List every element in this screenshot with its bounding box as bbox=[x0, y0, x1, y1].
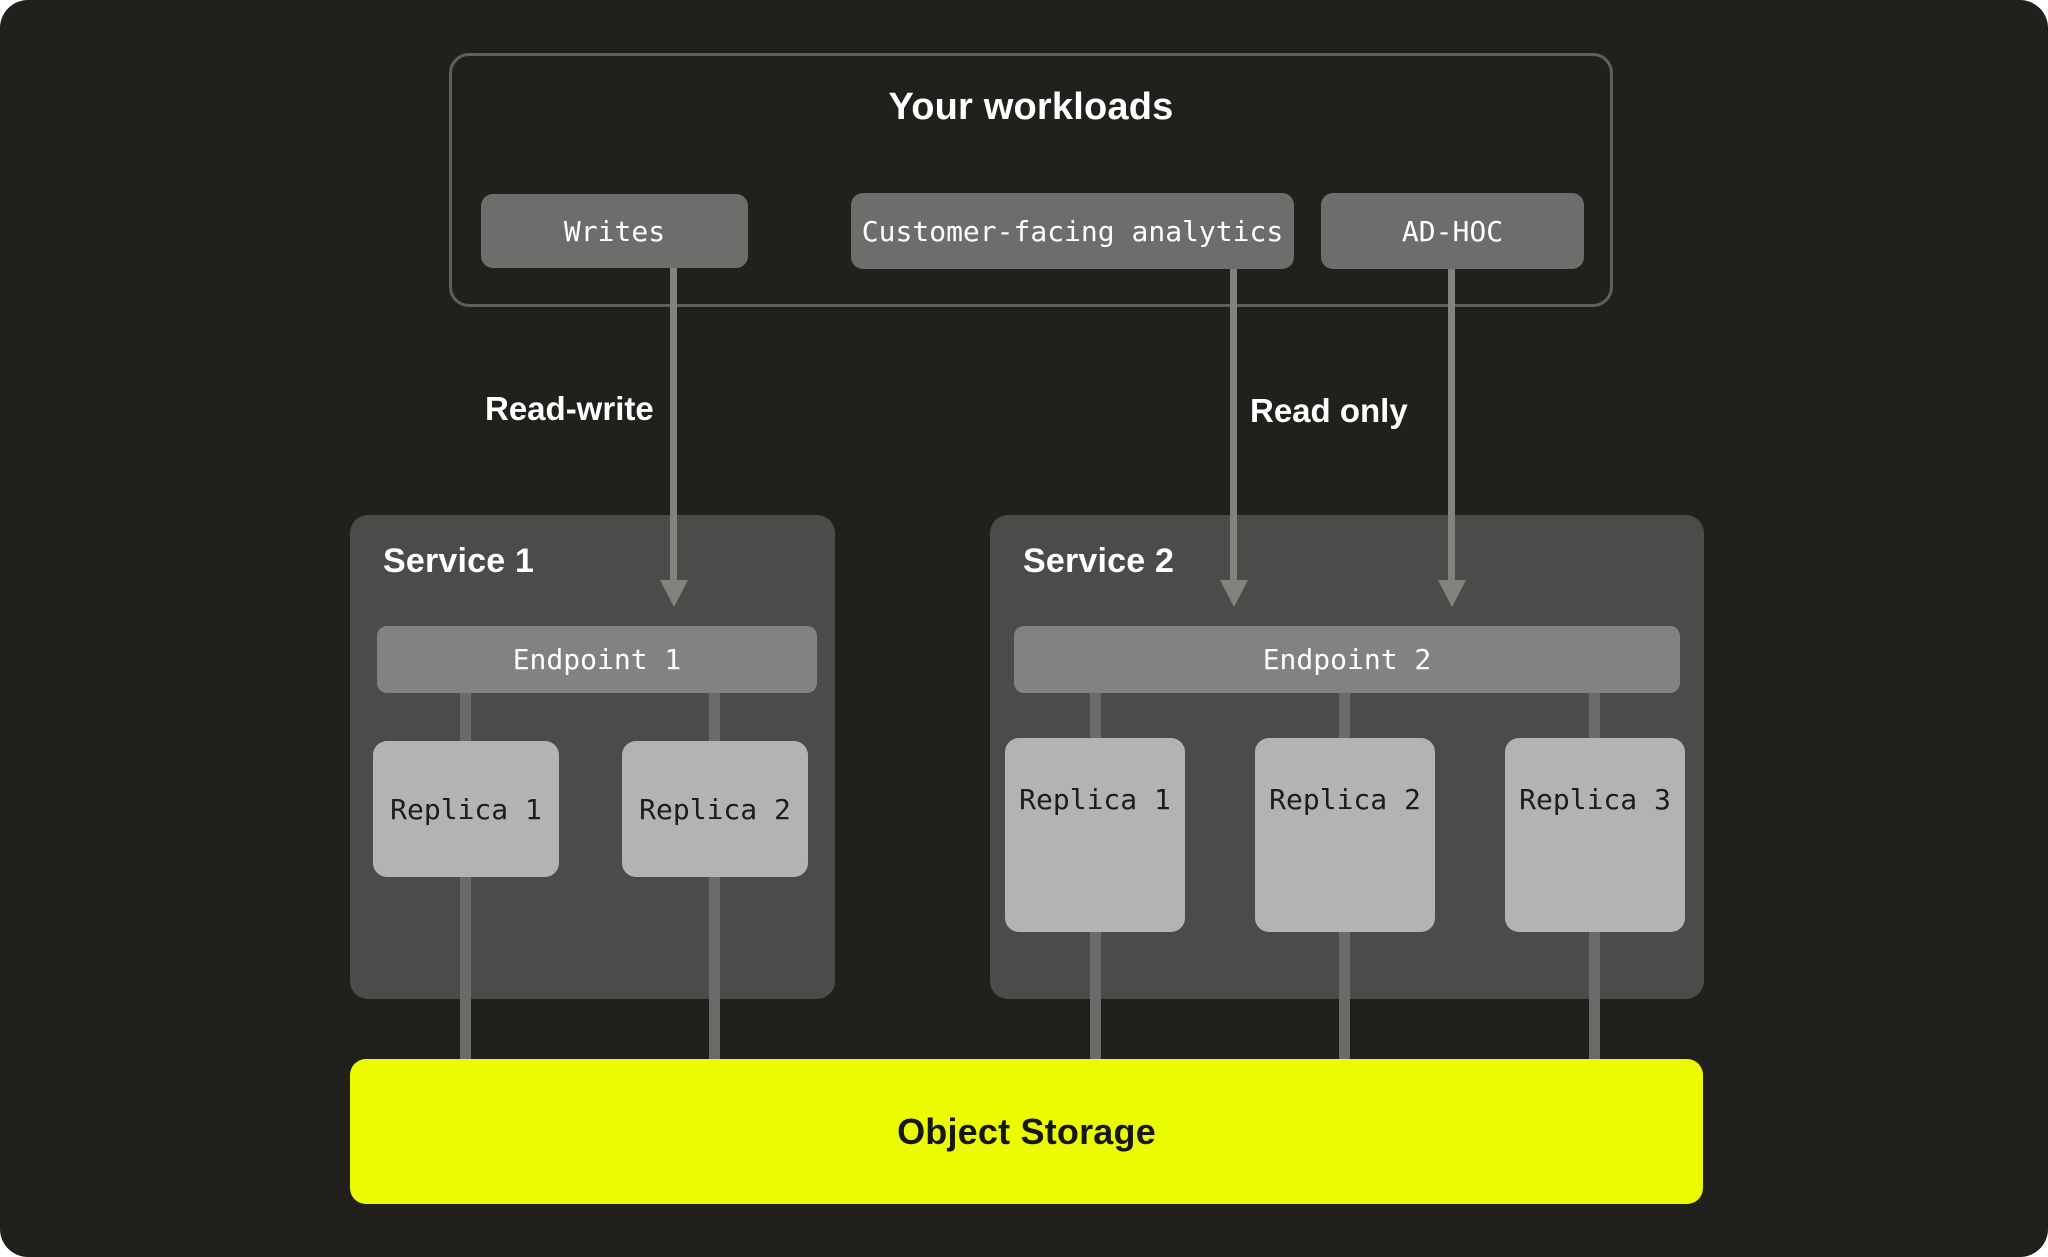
service-2-replica-2: Replica 2 bbox=[1255, 738, 1435, 932]
read-only-label: Read only bbox=[1250, 392, 1408, 429]
replica-label: Replica 2 bbox=[1269, 783, 1421, 816]
endpoint-1-label: Endpoint 1 bbox=[512, 643, 682, 676]
service-2-title: Service 2 bbox=[1023, 542, 1175, 580]
workload-chip-analytics-label: Customer-facing analytics bbox=[861, 214, 1284, 248]
workloads-container bbox=[449, 53, 1613, 307]
arrow-down-icon bbox=[660, 580, 688, 607]
analytics-arrow-line bbox=[1230, 269, 1237, 584]
service-1-replica-1: Replica 1 bbox=[373, 741, 559, 877]
endpoint-2: Endpoint 2 bbox=[1014, 626, 1680, 693]
arrow-down-icon bbox=[1220, 580, 1248, 607]
ad-hoc-arrow-line bbox=[1448, 269, 1455, 584]
service-1-title: Service 1 bbox=[383, 542, 535, 580]
replica-label: Replica 1 bbox=[390, 792, 542, 826]
endpoint-1: Endpoint 1 bbox=[377, 626, 817, 693]
read-write-label: Read-write bbox=[485, 390, 654, 427]
object-storage-bar: Object Storage bbox=[350, 1059, 1703, 1204]
replica-label: Replica 3 bbox=[1519, 783, 1671, 816]
object-storage-label: Object Storage bbox=[897, 1110, 1156, 1152]
workload-chip-writes-label: Writes bbox=[563, 214, 666, 248]
workload-chip-ad-hoc: AD-HOC bbox=[1321, 193, 1584, 269]
workload-chip-customer-facing-analytics: Customer-facing analytics bbox=[851, 193, 1294, 269]
writes-arrow-line bbox=[670, 268, 677, 584]
arrow-down-icon bbox=[1438, 580, 1466, 607]
endpoint-2-label: Endpoint 2 bbox=[1262, 643, 1432, 676]
service-1-replica-2: Replica 2 bbox=[622, 741, 808, 877]
service-2-replica-3: Replica 3 bbox=[1505, 738, 1685, 932]
workload-chip-writes: Writes bbox=[481, 194, 748, 268]
workloads-title: Your workloads bbox=[888, 86, 1174, 128]
replica-label: Replica 1 bbox=[1019, 783, 1171, 816]
replica-label: Replica 2 bbox=[639, 792, 791, 826]
service-2-replica-1: Replica 1 bbox=[1005, 738, 1185, 932]
workload-chip-ad-hoc-label: AD-HOC bbox=[1401, 214, 1504, 248]
